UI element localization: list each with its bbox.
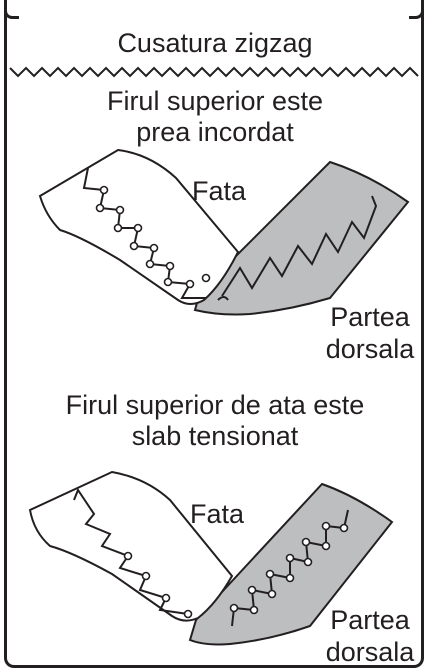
label-back-bottom-line1: Partea [330,605,410,635]
caption-top: Firul superior este prea incordat [0,86,430,148]
caption-bottom: Firul superior de ata este slab tensiona… [0,390,430,452]
label-back-bottom-line2: dorsala [325,637,415,667]
fabric-back-top [193,160,410,316]
stitch-loops-back-bottom [229,521,349,615]
label-back-top-line1: Partea [330,302,410,332]
diagram-title: Cusatura zigzag [117,28,313,58]
fabric-front-bottom [28,470,234,622]
caption-bottom-line1: Firul superior de ata este [65,390,365,420]
stitch-loops-front-bottom [123,551,193,619]
stitch-back-top [221,195,378,297]
label-front-bottom: Fata [190,499,245,529]
frame-corner-left [4,0,19,19]
label-back-top-line2: dorsala [325,334,415,364]
caption-top-line1: Firul superior este [106,86,324,116]
thread-end-back-top [217,296,229,301]
stitch-loops-front-top [95,185,211,289]
label-front-top: Fata [192,176,247,206]
frame-corner-right [409,0,424,19]
zigzag-divider [9,66,419,78]
caption-bottom-line2: slab tensionat [131,421,299,452]
caption-top-line2: prea incordat [136,117,294,148]
